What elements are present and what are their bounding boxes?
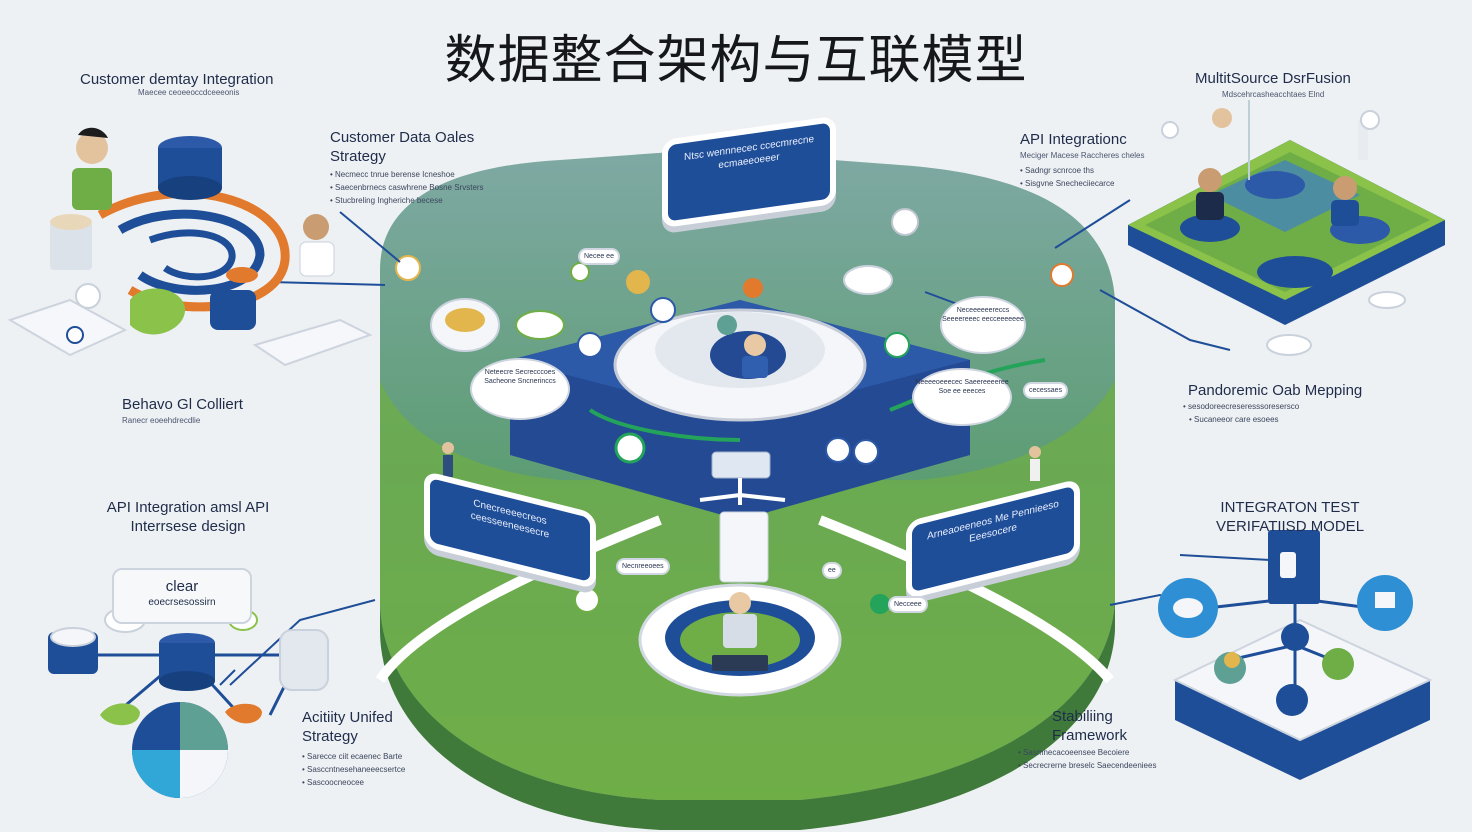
activity-bullets: Sarecce ciit ecaenec Barte Sasccntneseha… xyxy=(302,750,405,789)
pill-1: Necee ee xyxy=(578,248,620,265)
bubble-right-mid-text: Neeeeoeeecec Saeereeeeree Soe ee eeeces xyxy=(915,379,1009,395)
label-customer-identity-sub: Maecee ceoeeoccdceeeonis xyxy=(138,88,240,97)
pill-3: Necnreeoees xyxy=(616,558,670,575)
bullet-item: Sasmnecacoeensee Becoiere xyxy=(1018,746,1156,759)
bullet-item: sesodoreecreseresssoresersco xyxy=(1183,400,1299,413)
right-bottom-cluster xyxy=(1158,530,1433,780)
bullet-item: Necmecc tnrue berense Icneshoe xyxy=(330,168,484,181)
label-behavior: Behavo Gl Colliert xyxy=(122,396,243,413)
label-pandoremic: Pandoremic Oab Mepping xyxy=(1188,382,1363,399)
bullet-item: Saecenbrnecs caswhrene Bosne Srvsters xyxy=(330,181,484,194)
bubble-right-top: Neceeeeeereccs Seeeereeec eecceeeeeee xyxy=(940,296,1026,354)
bubble-left-text: Neteecre Secrecccoes Sacheone Sncnerincc… xyxy=(484,369,556,385)
pill-4: ee xyxy=(822,562,842,579)
bullet-item: Sarecce ciit ecaenec Barte xyxy=(302,750,405,763)
label-api-left: API Integration amsl API Interrsese desi… xyxy=(106,499,270,535)
bullet-item: Sisgvne Snecheciiecarce xyxy=(1020,177,1114,190)
right-top-cluster xyxy=(1128,100,1445,356)
label-activity: Acitiity Unifed Strategy xyxy=(302,709,393,745)
pill-2: cecessaes xyxy=(1023,382,1069,399)
left-top-cluster xyxy=(7,127,373,367)
label-stabilizing: Stabiliing Framework xyxy=(1052,708,1128,744)
label-behavior-sub: Ranecr eoeehdrecdlie xyxy=(122,416,201,425)
left-bottom-cluster xyxy=(48,607,329,798)
bullet-item: Sucaneeor care esoees xyxy=(1183,413,1299,426)
connector-lines xyxy=(219,199,1271,686)
bullet-item: Secrecrerne breselc Saecendeeniees xyxy=(1018,759,1156,772)
central-platform xyxy=(375,150,1115,830)
customer-data-bullets: Necmecc tnrue berense Icneshoe Saecenbrn… xyxy=(330,168,484,207)
label-api-right: API Integrationc xyxy=(1020,131,1127,148)
bubble-left: Neteecre Secrecccoes Sacheone Sncnerincc… xyxy=(470,358,570,420)
card-top-text: Ntsc wennnecec ccecmrecne ecmaeeoeeer xyxy=(683,133,815,172)
label-integration-test: INTEGRATON TEST VERIFATIISD MODEL xyxy=(1215,499,1365,535)
bullet-item: Sascoocneocee xyxy=(302,776,405,789)
label-multisource: MultitSource DsrFusion xyxy=(1195,70,1351,87)
card-left-text: Cnecreeeecreos ceesseeneesecre xyxy=(470,497,550,541)
pandoremic-bullets: sesodoreecreseresssoresersco Sucaneeor c… xyxy=(1183,400,1299,426)
bullet-item: Sadngr scnrcoe ths xyxy=(1020,164,1114,177)
label-customer-identity: Customer demtay Integration xyxy=(80,71,274,88)
label-multisource-sub: Mdscehrcasheacchtaes Elnd xyxy=(1222,90,1325,99)
clear-panel: clear eoecrsesossirn xyxy=(112,568,252,624)
api-right-bullets: Sadngr scnrcoe ths Sisgvne Snecheciiecar… xyxy=(1020,164,1114,190)
label-api-right-sub: Meciger Macese Raccheres cheles xyxy=(1020,151,1145,160)
pill-5: Necceee xyxy=(888,596,928,613)
bullet-item: Stucbreling Ingheriche becese xyxy=(330,194,484,207)
clear-label: clear xyxy=(165,578,199,595)
page-title: 数据整合架构与互联模型 xyxy=(444,31,1028,91)
clear-sub: eoecrsesossirn xyxy=(148,597,216,608)
bullet-item: Sasccntnesehaneeecsertce xyxy=(302,763,405,776)
bubble-right-mid: Neeeeoeeecec Saeereeeeree Soe ee eeeces xyxy=(912,368,1012,426)
bubble-right-top-text: Neceeeeeereccs Seeeereeec eecceeeeeee xyxy=(942,307,1024,323)
label-customer-data: Customer Data Oales Strategy xyxy=(330,129,475,165)
stabilizing-bullets: Sasmnecacoeensee Becoiere Secrecrerne br… xyxy=(1018,746,1156,772)
